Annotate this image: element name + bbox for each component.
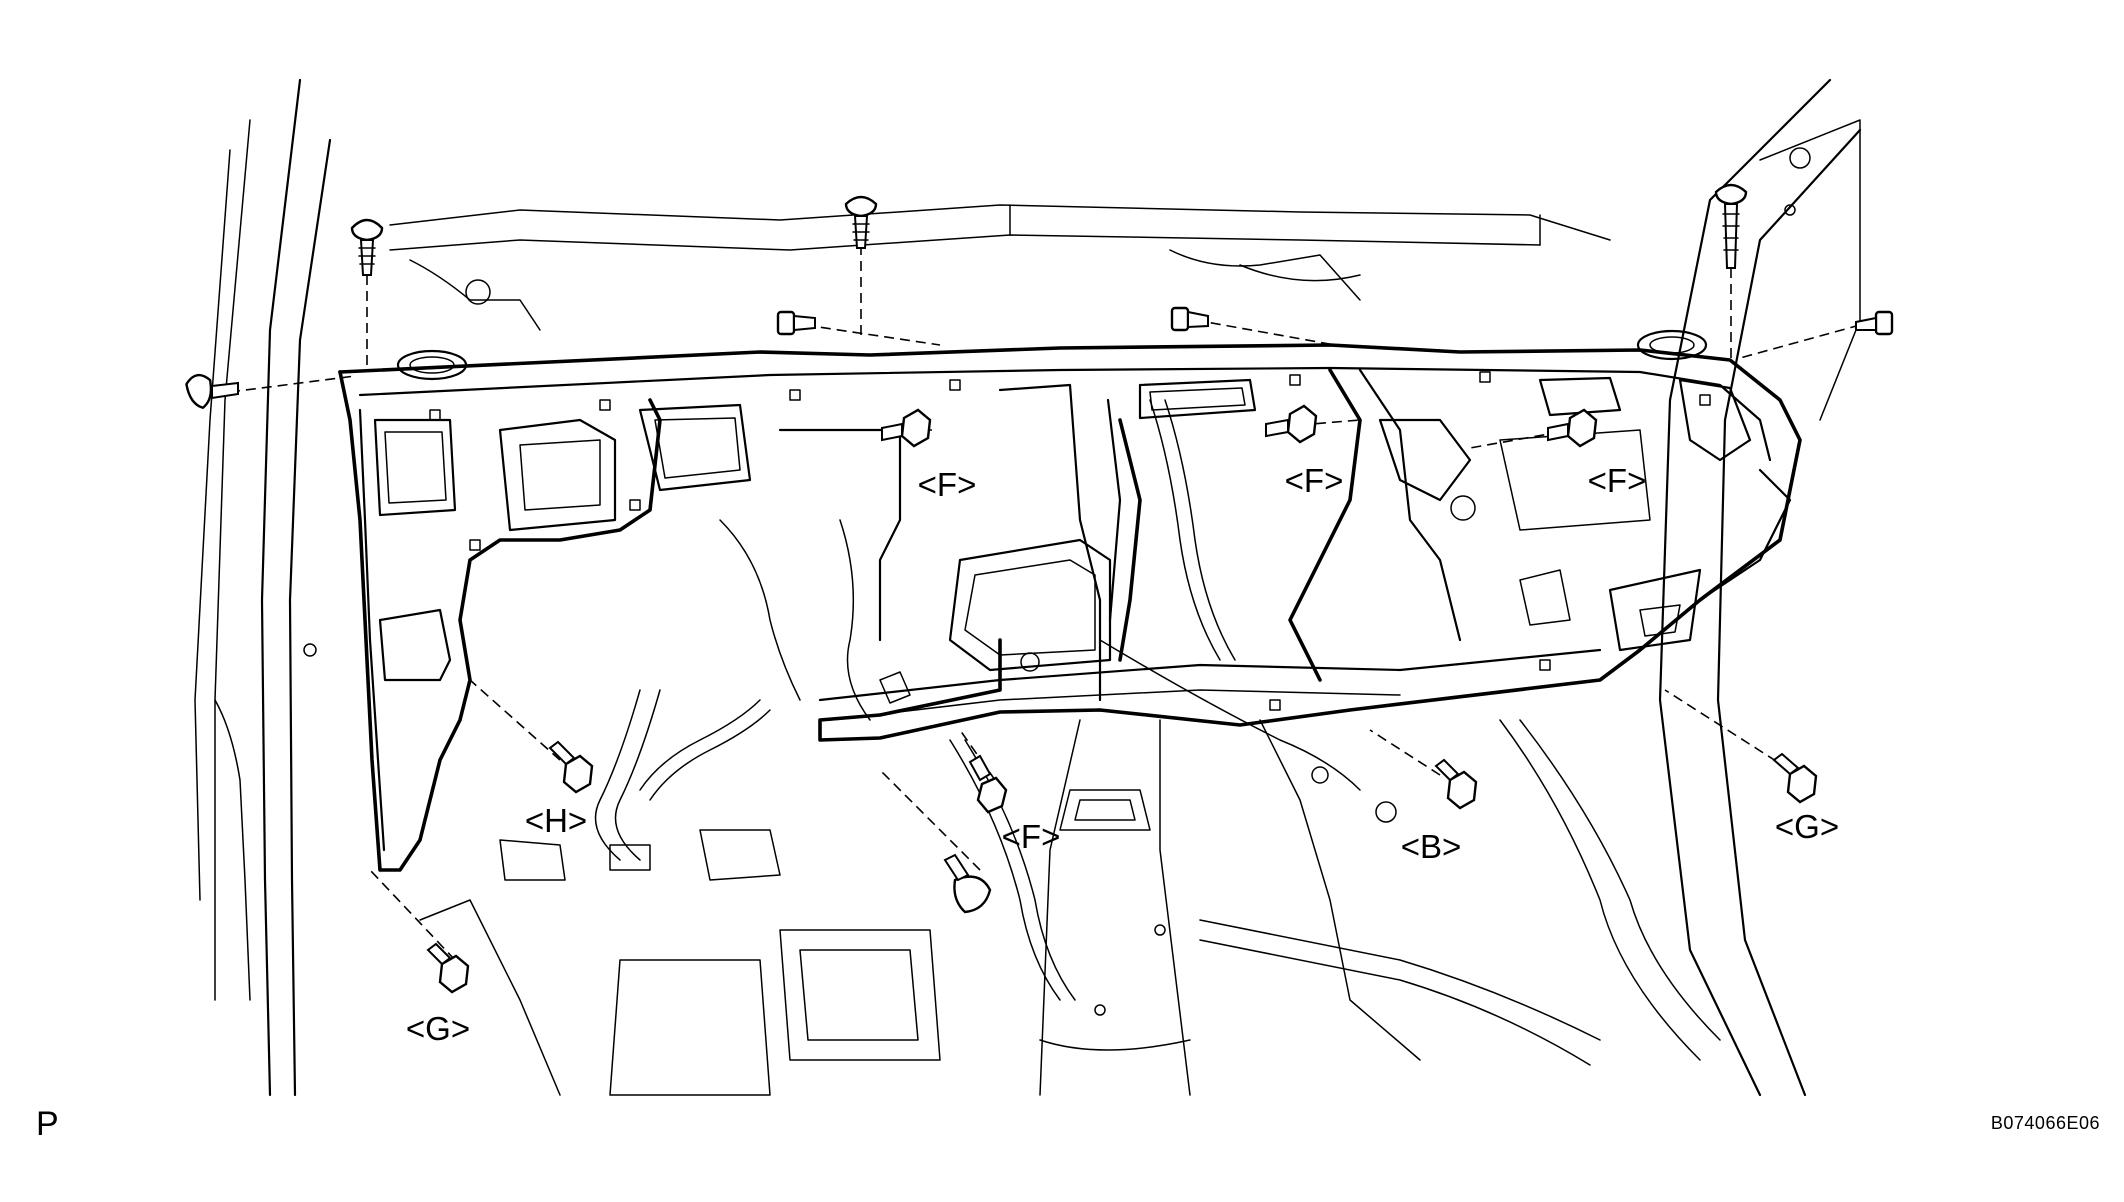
callout-b: <B> [1401,828,1462,865]
bolt-g-right [1772,752,1818,804]
bolt-f-center-mid [1265,404,1318,444]
callout-g-left: <G> [406,1010,470,1047]
installation-leader-lines [229,245,1861,961]
figure-code: B074066E06 [1990,1113,2100,1133]
callout-f-lower: <F> [1002,818,1061,855]
clip-top-center [844,195,878,249]
callout-f-center-mid: <F> [1285,462,1344,499]
fasteners [185,183,1894,994]
vehicle-body-outline [194,78,1862,1097]
bolt-f-right [1547,408,1598,448]
clip-left-horizontal [185,373,239,410]
corner-mark: P [36,1105,59,1143]
instrument-panel-reinforcement [338,329,1802,872]
screw-top-left-center [776,310,816,336]
bolt-b [1434,758,1478,810]
callout-labels: <F> <F> <F> <F> <H> <B> <G> <G> [406,462,1839,1047]
bolt-f-center-left [881,408,932,448]
clip-top-left [350,218,384,276]
clip-top-right [1714,183,1748,269]
bolt-f-lower [968,754,1008,814]
clip-lower-f [943,853,992,914]
callout-g-right: <G> [1775,808,1839,845]
screw-top-right-center [1170,306,1209,332]
bolt-h [548,740,594,794]
bolt-g-left [426,942,470,994]
screw-top-far-right [1855,310,1894,336]
callout-f-right: <F> [1588,462,1647,499]
callout-h: <H> [525,802,587,839]
callout-f-center-left: <F> [918,466,977,503]
